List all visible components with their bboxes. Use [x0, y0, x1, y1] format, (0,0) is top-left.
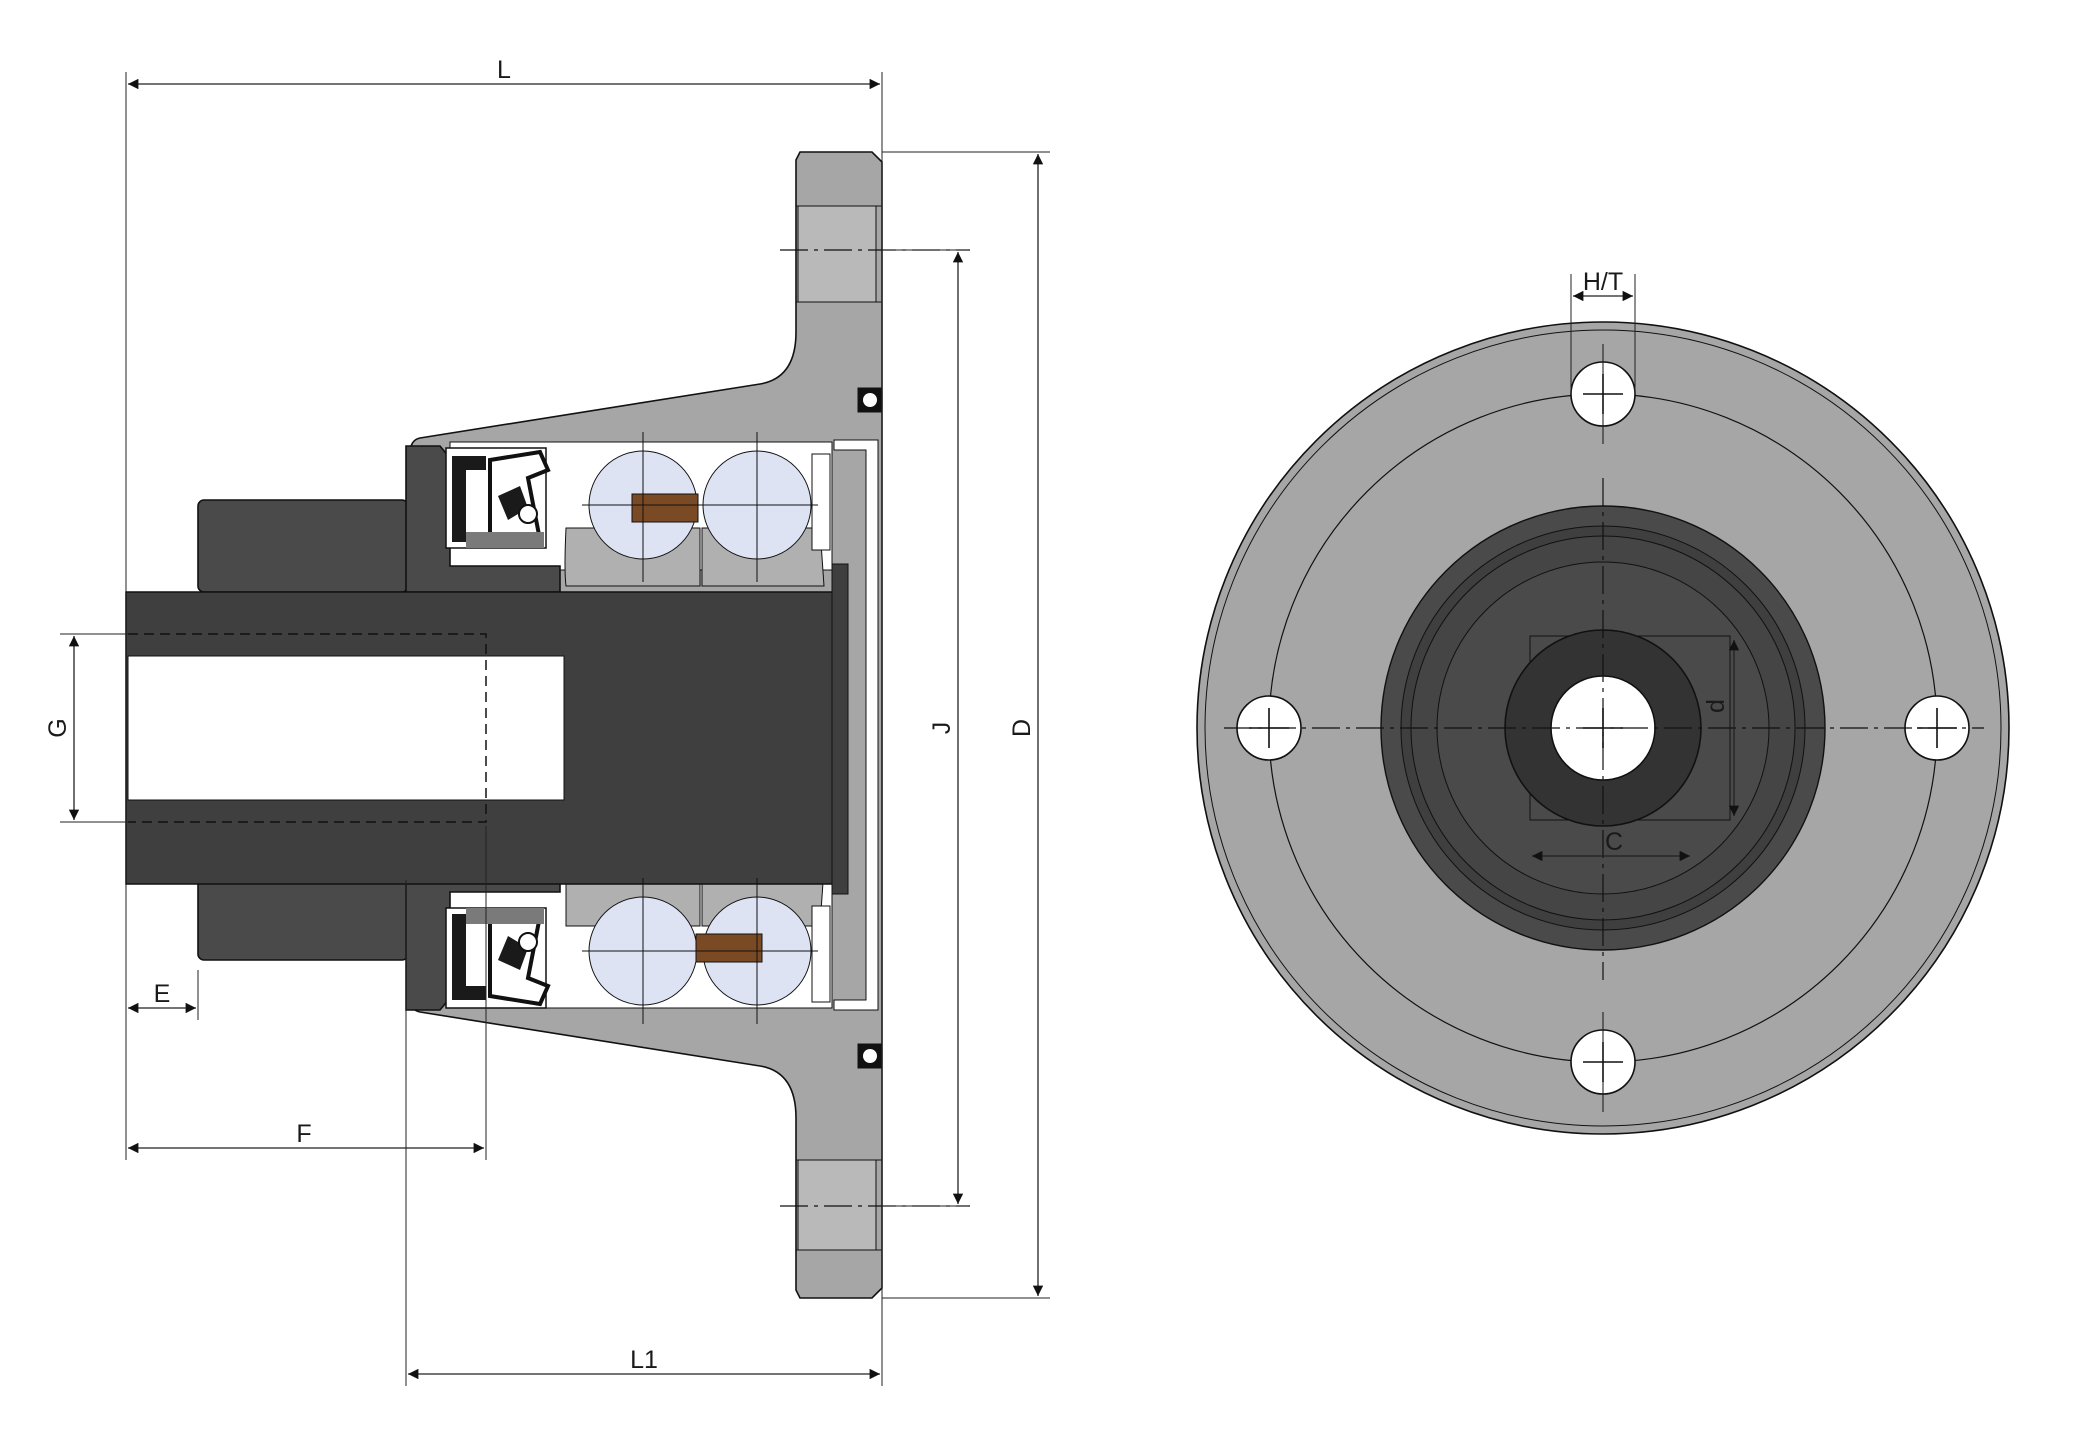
dimensions-left: L L1 E F G J D — [44, 56, 1050, 1386]
dim-label-L: L — [497, 56, 511, 84]
dim-label-d: d — [1702, 699, 1730, 713]
dim-label-HT: H/T — [1583, 268, 1623, 296]
key-top — [631, 493, 699, 523]
front-view: H/T d C — [1196, 268, 2010, 1135]
outer-sleeve-top — [197, 499, 409, 593]
dim-label-E: E — [154, 980, 171, 1008]
seal-top — [445, 447, 551, 549]
dim-label-J: J — [928, 722, 956, 735]
end-cover — [833, 439, 879, 1011]
dim-label-F: F — [296, 1120, 311, 1148]
shaft-bore — [127, 655, 565, 801]
dim-label-C: C — [1605, 828, 1623, 856]
top-bolt-hole — [797, 205, 877, 303]
key-bottom — [695, 933, 763, 963]
dim-label-D: D — [1008, 719, 1036, 737]
section-view — [125, 151, 970, 1299]
bottom-bolt-hole — [797, 1159, 877, 1251]
seal-bottom — [445, 907, 551, 1009]
dim-label-L1: L1 — [630, 1346, 658, 1374]
dim-label-G: G — [44, 718, 72, 737]
